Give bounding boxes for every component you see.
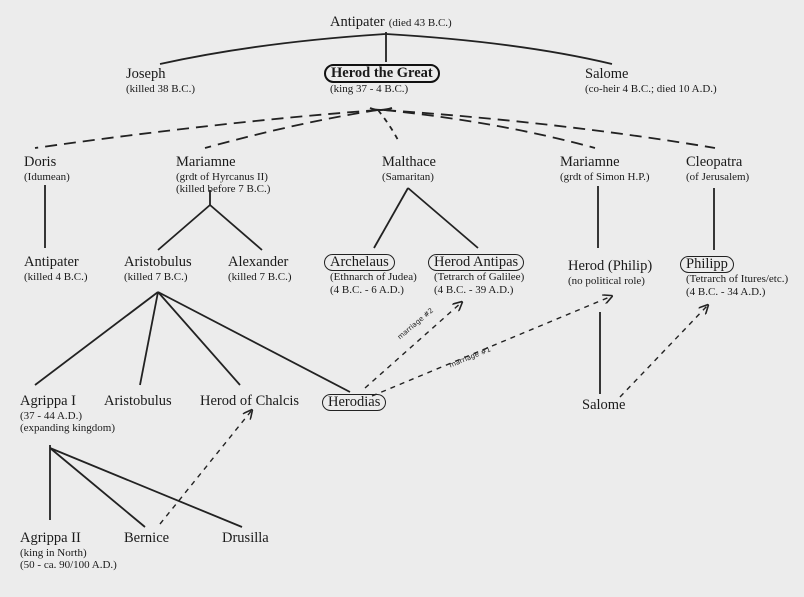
agrippa-1-detail-2: (expanding kingdom) [20,422,116,435]
node-cleopatra: Cleopatra (of Jerusalem) [686,154,749,183]
node-herod-antipas: Herod Antipas (Tetrarch of Galilee) (4 B… [428,254,525,296]
node-joseph: Joseph (killed 38 B.C.) [126,66,195,95]
node-antipater-son: Antipater (killed 4 B.C.) [24,254,88,283]
agrippa-2-detail-1: (king in North) [20,546,87,559]
node-philipp: Philipp (Tetrarch of Itures/etc.) (4 B.C… [680,256,789,298]
malthace-name: Malthace [382,154,436,170]
agrippa-1-name: Agrippa I [20,393,76,409]
node-bernice: Bernice [124,530,169,547]
node-malthace: Malthace (Samaritan) [382,154,436,183]
agrippa-1-detail-1: (37 - 44 A.D.) [20,409,83,422]
node-salome-younger: Salome [582,397,626,414]
herod-the-great-name: Herod the Great [324,64,440,84]
node-agrippa-2: Agrippa II (king in North) (50 - ca. 90/… [20,530,117,572]
node-herod-philip: Herod (Philip) (no political role) [568,258,652,287]
node-herod-the-great: Herod the Great (king 37 - 4 B.C.) [324,64,440,96]
alexander-detail: (killed 7 B.C.) [228,270,292,283]
herod-philip-name: Herod (Philip) [568,258,653,274]
joseph-name: Joseph [126,66,166,82]
node-aristobulus: Aristobulus (killed 7 B.C.) [124,254,192,283]
antipater-root-name: Antipater [330,14,385,30]
doris-name: Doris [24,154,57,170]
mariamne-1-detail-1: (grdt of Hyrcanus II) [176,170,268,183]
node-alexander: Alexander (killed 7 B.C.) [228,254,292,283]
cleopatra-name: Cleopatra [686,154,743,170]
node-aristobulus-2: Aristobulus [104,393,172,410]
node-herodias: Herodias [322,394,387,412]
mariamne-1-detail-2: (killed before 7 B.C.) [176,183,271,196]
drusilla-name: Drusilla [222,530,269,546]
herodias-name: Herodias [322,394,387,412]
node-mariamne-2: Mariamne (grdt of Simon H.P.) [560,154,650,183]
agrippa-children-lines [49,445,243,528]
node-archelaus: Archelaus (Ethnarch of Judea) (4 B.C. - … [324,254,417,296]
herod-marriage-lines [34,109,716,149]
herod-antipas-name: Herod Antipas [428,254,525,272]
node-mariamne-1: Mariamne (grdt of Hyrcanus II) (killed b… [176,154,270,196]
herod-philip-detail: (no political role) [568,274,645,287]
aristobulus-name: Aristobulus [124,254,192,270]
archelaus-detail-2: (4 B.C. - 6 A.D.) [330,283,404,296]
descent-lines [44,185,715,251]
philipp-detail-1: (Tetrarch of Itures/etc.) [686,273,789,286]
node-drusilla: Drusilla [222,530,269,547]
doris-detail: (Idumean) [24,170,70,183]
antipater-son-detail: (killed 4 B.C.) [24,270,88,283]
philipp-name: Philipp [680,256,734,274]
mariamne-1-name: Mariamne [176,154,236,170]
mariamne-2-name: Mariamne [560,154,620,170]
antipater-root-detail: (died 43 B.C.) [388,17,452,29]
archelaus-name: Archelaus [324,254,395,272]
node-antipater-root: Antipater (died 43 B.C.) [330,14,452,31]
herod-the-great-detail: (king 37 - 4 B.C.) [330,83,409,96]
malthace-detail: (Samaritan) [382,170,434,183]
antipater-son-name: Antipater [24,254,79,270]
agrippa-2-detail-2: (50 - ca. 90/100 A.D.) [20,559,117,572]
node-agrippa-1: Agrippa I (37 - 44 A.D.) (expanding king… [20,393,115,435]
node-salome-elder: Salome (co-heir 4 B.C.; died 10 A.D.) [585,66,717,95]
marriage-arrows [159,296,708,525]
philipp-detail-2: (4 B.C. - 34 A.D.) [686,285,766,298]
salome-elder-detail: (co-heir 4 B.C.; died 10 A.D.) [585,82,717,95]
agrippa-2-name: Agrippa II [20,530,81,546]
archelaus-detail-1: (Ethnarch of Judea) [330,271,417,284]
aristobulus-children-lines [34,291,351,393]
joseph-detail: (killed 38 B.C.) [126,82,196,95]
mariamne-2-detail: (grdt of Simon H.P.) [560,170,650,183]
aristobulus-2-name: Aristobulus [104,393,172,409]
cleopatra-detail: (of Jerusalem) [686,170,750,183]
salome-elder-name: Salome [585,66,629,82]
herod-chalcis-name: Herod of Chalcis [200,393,300,409]
herod-knot-mark [369,107,393,111]
aristobulus-detail: (killed 7 B.C.) [124,270,188,283]
herod-antipas-detail-1: (Tetrarch of Galilee) [434,271,525,284]
node-herod-chalcis: Herod of Chalcis [200,393,299,410]
node-doris: Doris (Idumean) [24,154,70,183]
alexander-name: Alexander [228,254,289,270]
salome-younger-name: Salome [582,397,626,413]
herod-antipas-detail-2: (4 B.C. - 39 A.D.) [434,283,514,296]
antipater-children-lines [159,32,613,65]
bernice-name: Bernice [124,530,170,546]
